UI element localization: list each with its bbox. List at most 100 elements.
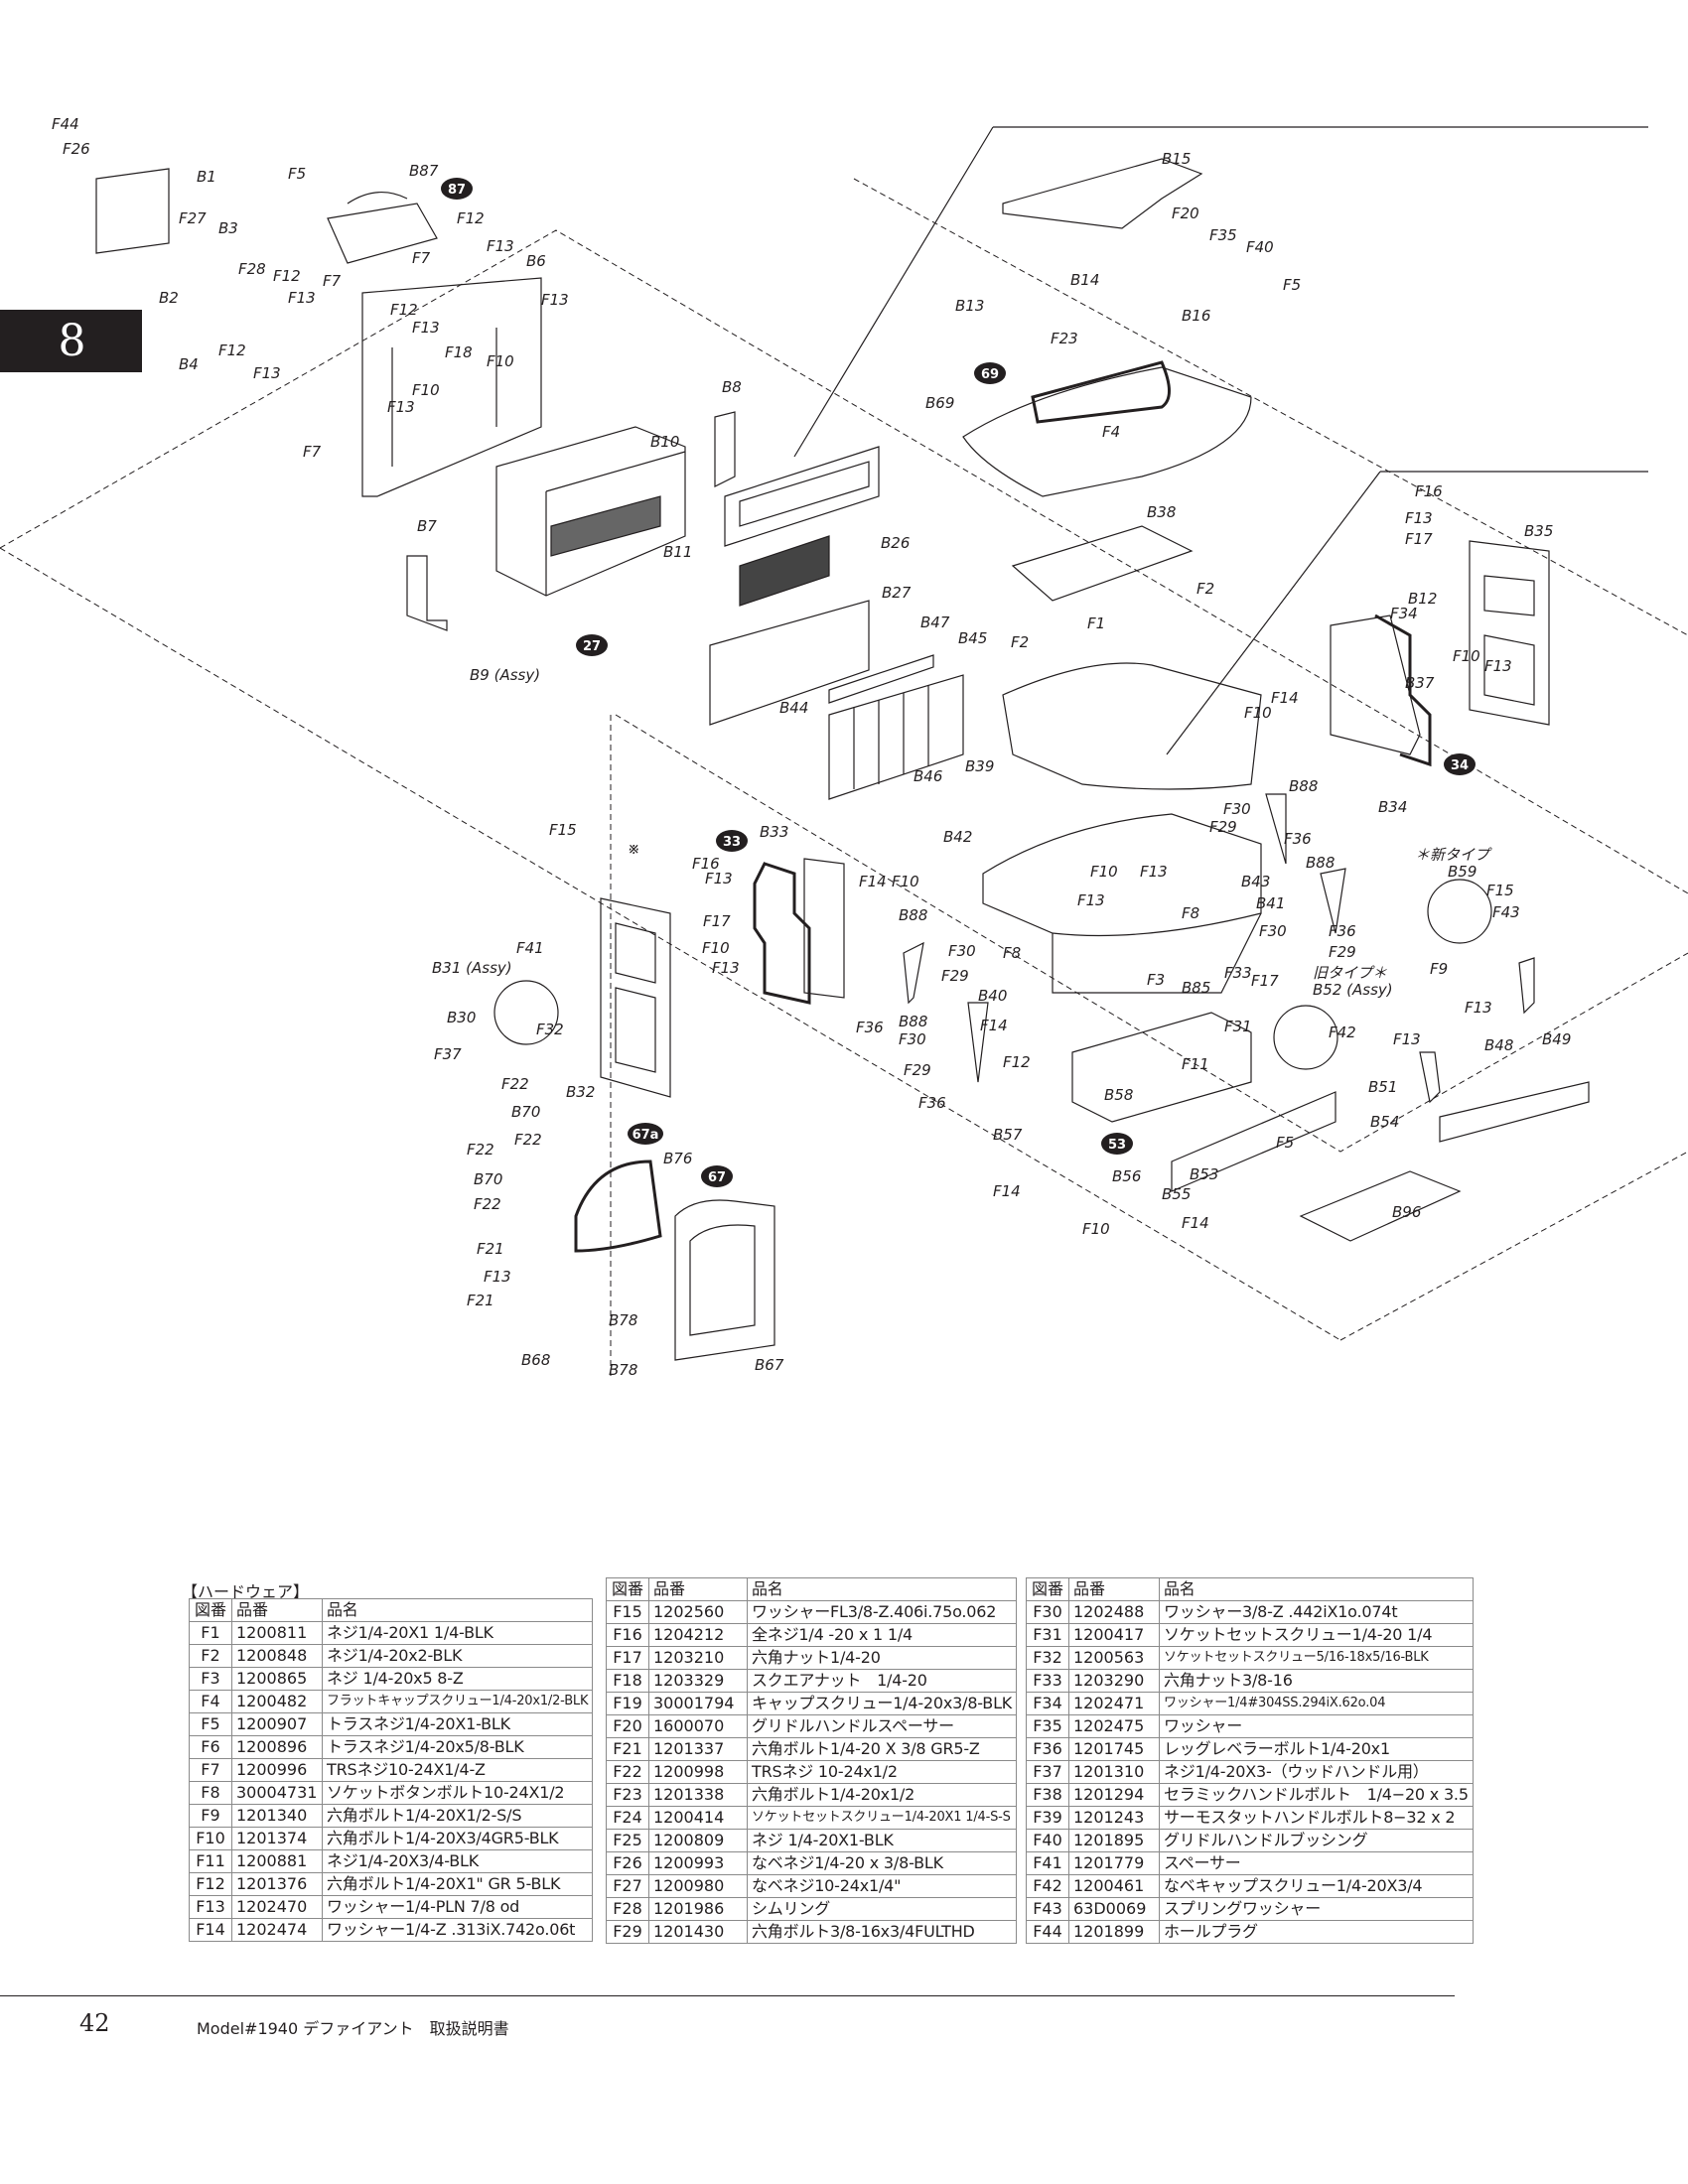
cell-name: トラスネジ1/4-20x5/8-BLK	[321, 1735, 594, 1759]
cell-name: ネジ 1/4-20X1-BLK	[746, 1829, 1018, 1852]
label-b58: B58	[1104, 1086, 1133, 1104]
label-f36-d: F36	[918, 1094, 946, 1112]
label-f29-b: F29	[1329, 943, 1356, 961]
label-f32: F32	[536, 1021, 564, 1038]
table-header: 図番 品番 品名	[1026, 1577, 1474, 1601]
cell-name: トラスネジ1/4-20X1-BLK	[321, 1712, 594, 1736]
cell-code: F2	[189, 1644, 232, 1668]
label-b69: B69	[925, 394, 954, 412]
label-b59: B59	[1448, 863, 1477, 881]
cell-code: F26	[606, 1851, 649, 1875]
label-new-type: ＊新タイプ	[1415, 846, 1492, 864]
cell-name: ソケットセットスクリュー5/16-18x5/16-BLK	[1159, 1646, 1474, 1670]
label-f29-c: F29	[941, 967, 969, 985]
label-f16: F16	[1415, 482, 1443, 500]
label-b88-d: B88	[899, 1013, 927, 1030]
label-f8: F8	[1182, 904, 1199, 922]
label-b67: B67	[755, 1356, 784, 1374]
cell-code: F28	[606, 1897, 649, 1921]
label-f30-b: F30	[1259, 922, 1287, 940]
cell-code: F33	[1026, 1669, 1069, 1693]
label-f43: F43	[1492, 903, 1520, 921]
header-code: 図番	[189, 1598, 232, 1622]
label-b1: B1	[197, 168, 216, 186]
cell-name: スプリングワッシャー	[1159, 1897, 1474, 1921]
label-f28: F28	[238, 260, 266, 278]
label-b70-b: B70	[474, 1170, 502, 1188]
cell-name: ホールプラグ	[1159, 1920, 1474, 1944]
cell-code: F22	[606, 1760, 649, 1784]
table-header: 図番 品番 品名	[606, 1577, 1018, 1601]
label-b55: B55	[1162, 1185, 1191, 1203]
cell-part: 1200461	[1068, 1874, 1160, 1898]
cell-name: ワッシャー3/8-Z .442iX1o.074t	[1159, 1600, 1474, 1624]
cell-code: F21	[606, 1737, 649, 1761]
label-b52: B52 (Assy)	[1313, 981, 1393, 999]
cell-name: ネジ1/4-20x2-BLK	[321, 1644, 594, 1668]
hardware-title: 【ハードウェア】	[182, 1582, 310, 1601]
label-f13-k: F13	[412, 319, 440, 337]
label-f21: F21	[477, 1240, 504, 1258]
label-f12: F12	[218, 341, 246, 359]
label-b13: B13	[955, 297, 984, 315]
header-code: 図番	[606, 1577, 649, 1601]
cell-code: F17	[606, 1646, 649, 1670]
header-name: 品名	[321, 1598, 594, 1622]
label-b96: B96	[1392, 1203, 1421, 1221]
label-b8: B8	[722, 378, 742, 396]
label-f20: F20	[1172, 205, 1199, 222]
cell-part: 1201310	[1068, 1760, 1160, 1784]
cell-part: 1202560	[648, 1600, 748, 1624]
cell-part: 1204212	[648, 1623, 748, 1647]
label-b4: B4	[179, 355, 199, 373]
cell-name: 六角ボルト1/4-20 X 3/8 GR5-Z	[746, 1737, 1018, 1761]
label-f15-r: F15	[1486, 882, 1514, 899]
badge-69: 69	[981, 367, 999, 382]
cell-part: 1201337	[648, 1737, 748, 1761]
cell-part: 1202474	[231, 1918, 323, 1942]
label-f44: F44	[52, 115, 79, 133]
cell-name: 六角ボルト1/4-20X3/4GR5-BLK	[321, 1827, 594, 1850]
exploded-parts-diagram: 87 69 27 33 34 67a 67 53 F44 F26 B1 F27 …	[0, 115, 1688, 1380]
cell-code: F19	[606, 1692, 649, 1715]
cell-part: 1202475	[1068, 1714, 1160, 1738]
footer-rule	[0, 1995, 1455, 1996]
cell-code: F43	[1026, 1897, 1069, 1921]
label-b49: B49	[1542, 1030, 1571, 1048]
cell-part: 1200865	[231, 1667, 323, 1691]
header-code: 図番	[1026, 1577, 1069, 1601]
label-b37: B37	[1405, 674, 1435, 692]
label-b56: B56	[1112, 1167, 1141, 1185]
label-f13-j: F13	[487, 237, 514, 255]
label-f2-b: F2	[1011, 633, 1029, 651]
cell-name: ソケットセットスクリュー1/4-20 1/4	[1159, 1623, 1474, 1647]
label-f5: F5	[288, 165, 306, 183]
label-f22-c: F22	[467, 1141, 494, 1159]
label-b78: B78	[609, 1311, 637, 1329]
label-f13-c2: F13	[1077, 891, 1105, 909]
cell-part: 1201779	[1068, 1851, 1160, 1875]
label-b44: B44	[779, 699, 808, 717]
label-f13-d: F13	[1465, 999, 1492, 1017]
label-b34: B34	[1378, 798, 1407, 816]
label-f29: F29	[1209, 818, 1237, 836]
cell-name: 六角ボルト1/4-20X1" GR 5-BLK	[321, 1872, 594, 1896]
label-b3: B3	[218, 219, 238, 237]
cell-name: ソケットボタンボルト10-24X1/2	[321, 1781, 594, 1805]
cell-part: 1201376	[231, 1872, 323, 1896]
label-f8-b: F8	[1003, 944, 1021, 962]
cell-code: F13	[189, 1895, 232, 1919]
